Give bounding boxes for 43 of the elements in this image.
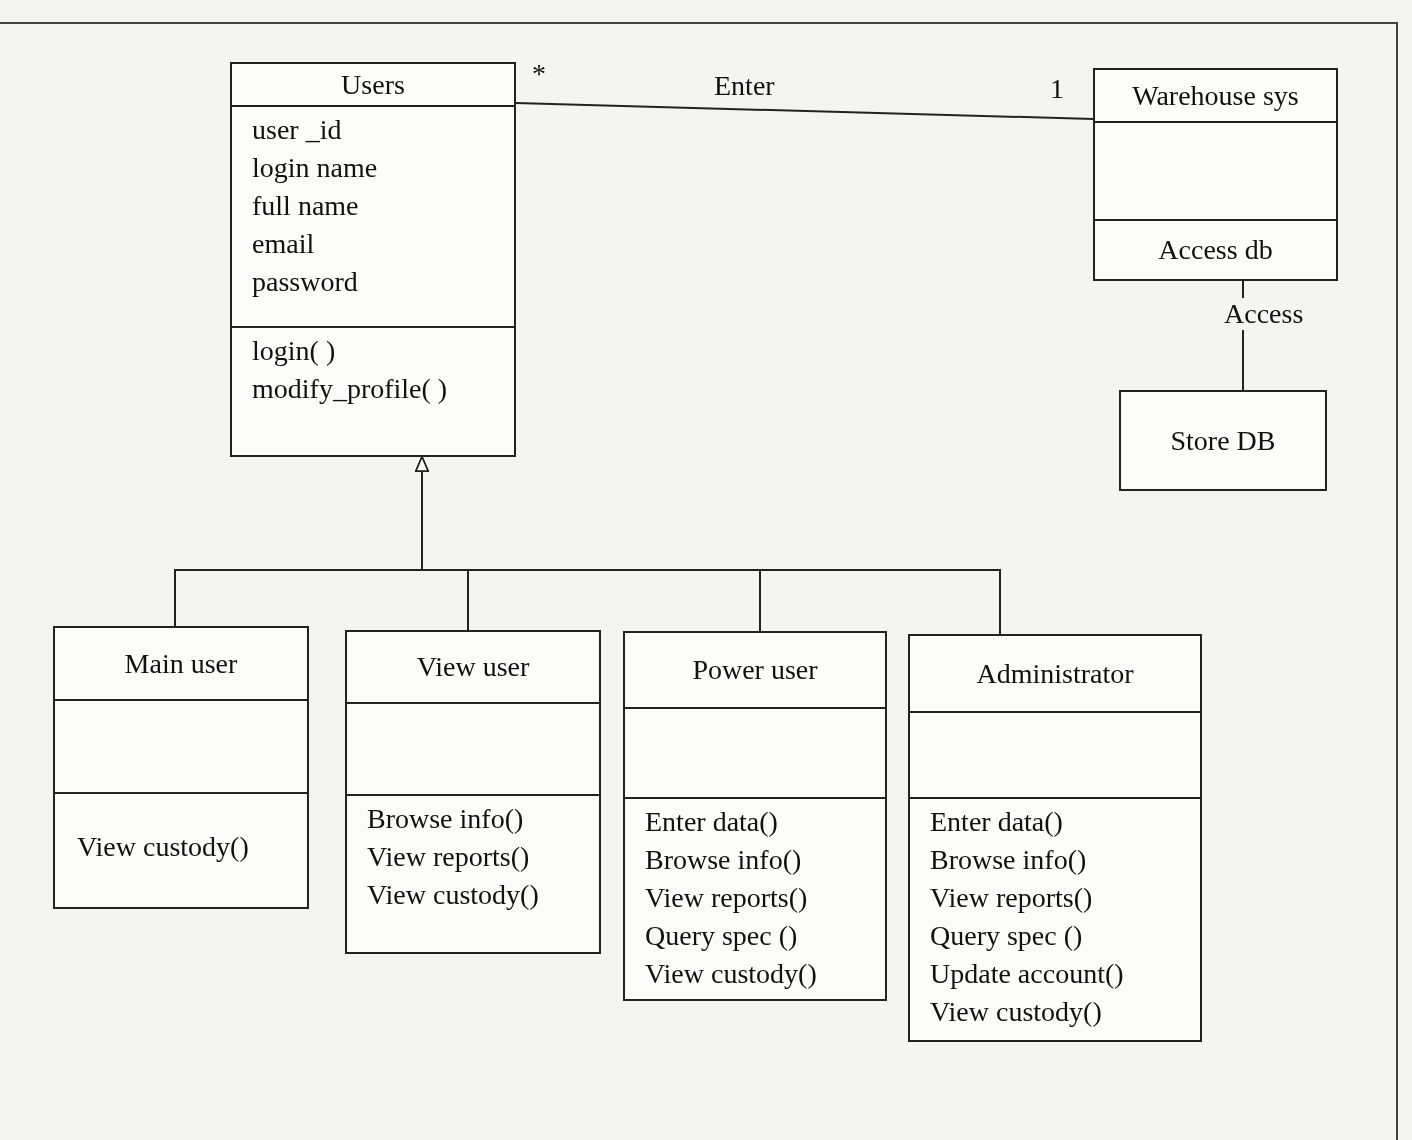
- member-text: View custody(): [930, 995, 1102, 1029]
- member-text: Enter data(): [645, 805, 778, 839]
- class-name: Store DB: [1170, 423, 1276, 458]
- class-box: [908, 634, 1202, 1042]
- attribute-text: full name: [252, 189, 359, 223]
- class-name: View user: [416, 650, 530, 684]
- generalization-arrow: [415, 456, 1001, 635]
- class-box: [623, 631, 887, 1001]
- attribute-text: email: [252, 227, 315, 261]
- class-box: [1119, 390, 1327, 491]
- member-text: Browse info(): [645, 843, 802, 877]
- member-text: View reports(): [930, 881, 1093, 915]
- class-box: [53, 626, 309, 909]
- multiplicity-label: 1: [1049, 73, 1065, 105]
- member-text: login( ): [252, 334, 336, 368]
- member-text: View custody(): [645, 957, 817, 991]
- member-text: Query spec (): [645, 919, 798, 953]
- class-name: Administrator: [976, 656, 1134, 691]
- member-text: Browse info(): [367, 802, 524, 836]
- class-name: Users: [341, 67, 405, 102]
- member-text: View reports(): [367, 840, 530, 874]
- association-line: [515, 102, 1094, 120]
- edge-label: Access: [1222, 298, 1306, 330]
- member-text: Browse info(): [930, 843, 1087, 877]
- class-box: [230, 62, 516, 457]
- member-text: View custody(): [77, 830, 249, 864]
- class-box: [1093, 68, 1338, 281]
- member-text: View custody(): [367, 878, 539, 912]
- member-text: Enter data(): [930, 805, 1063, 839]
- class-box: [345, 630, 601, 954]
- class-name: Main user: [124, 646, 238, 681]
- member-text: View reports(): [645, 881, 808, 915]
- member-text: Update account(): [930, 957, 1124, 991]
- attribute-text: user _id: [252, 113, 342, 147]
- edge-label: Enter: [713, 70, 776, 102]
- multiplicity-label: *: [531, 58, 547, 90]
- attribute-text: login name: [252, 151, 378, 185]
- attribute-text: password: [252, 265, 358, 299]
- class-name: Warehouse sys: [1132, 78, 1299, 113]
- class-name: Power user: [692, 653, 818, 687]
- member-text: Query spec (): [930, 919, 1083, 953]
- member-text: Access db: [1158, 233, 1273, 267]
- member-text: modify_profile( ): [252, 372, 448, 406]
